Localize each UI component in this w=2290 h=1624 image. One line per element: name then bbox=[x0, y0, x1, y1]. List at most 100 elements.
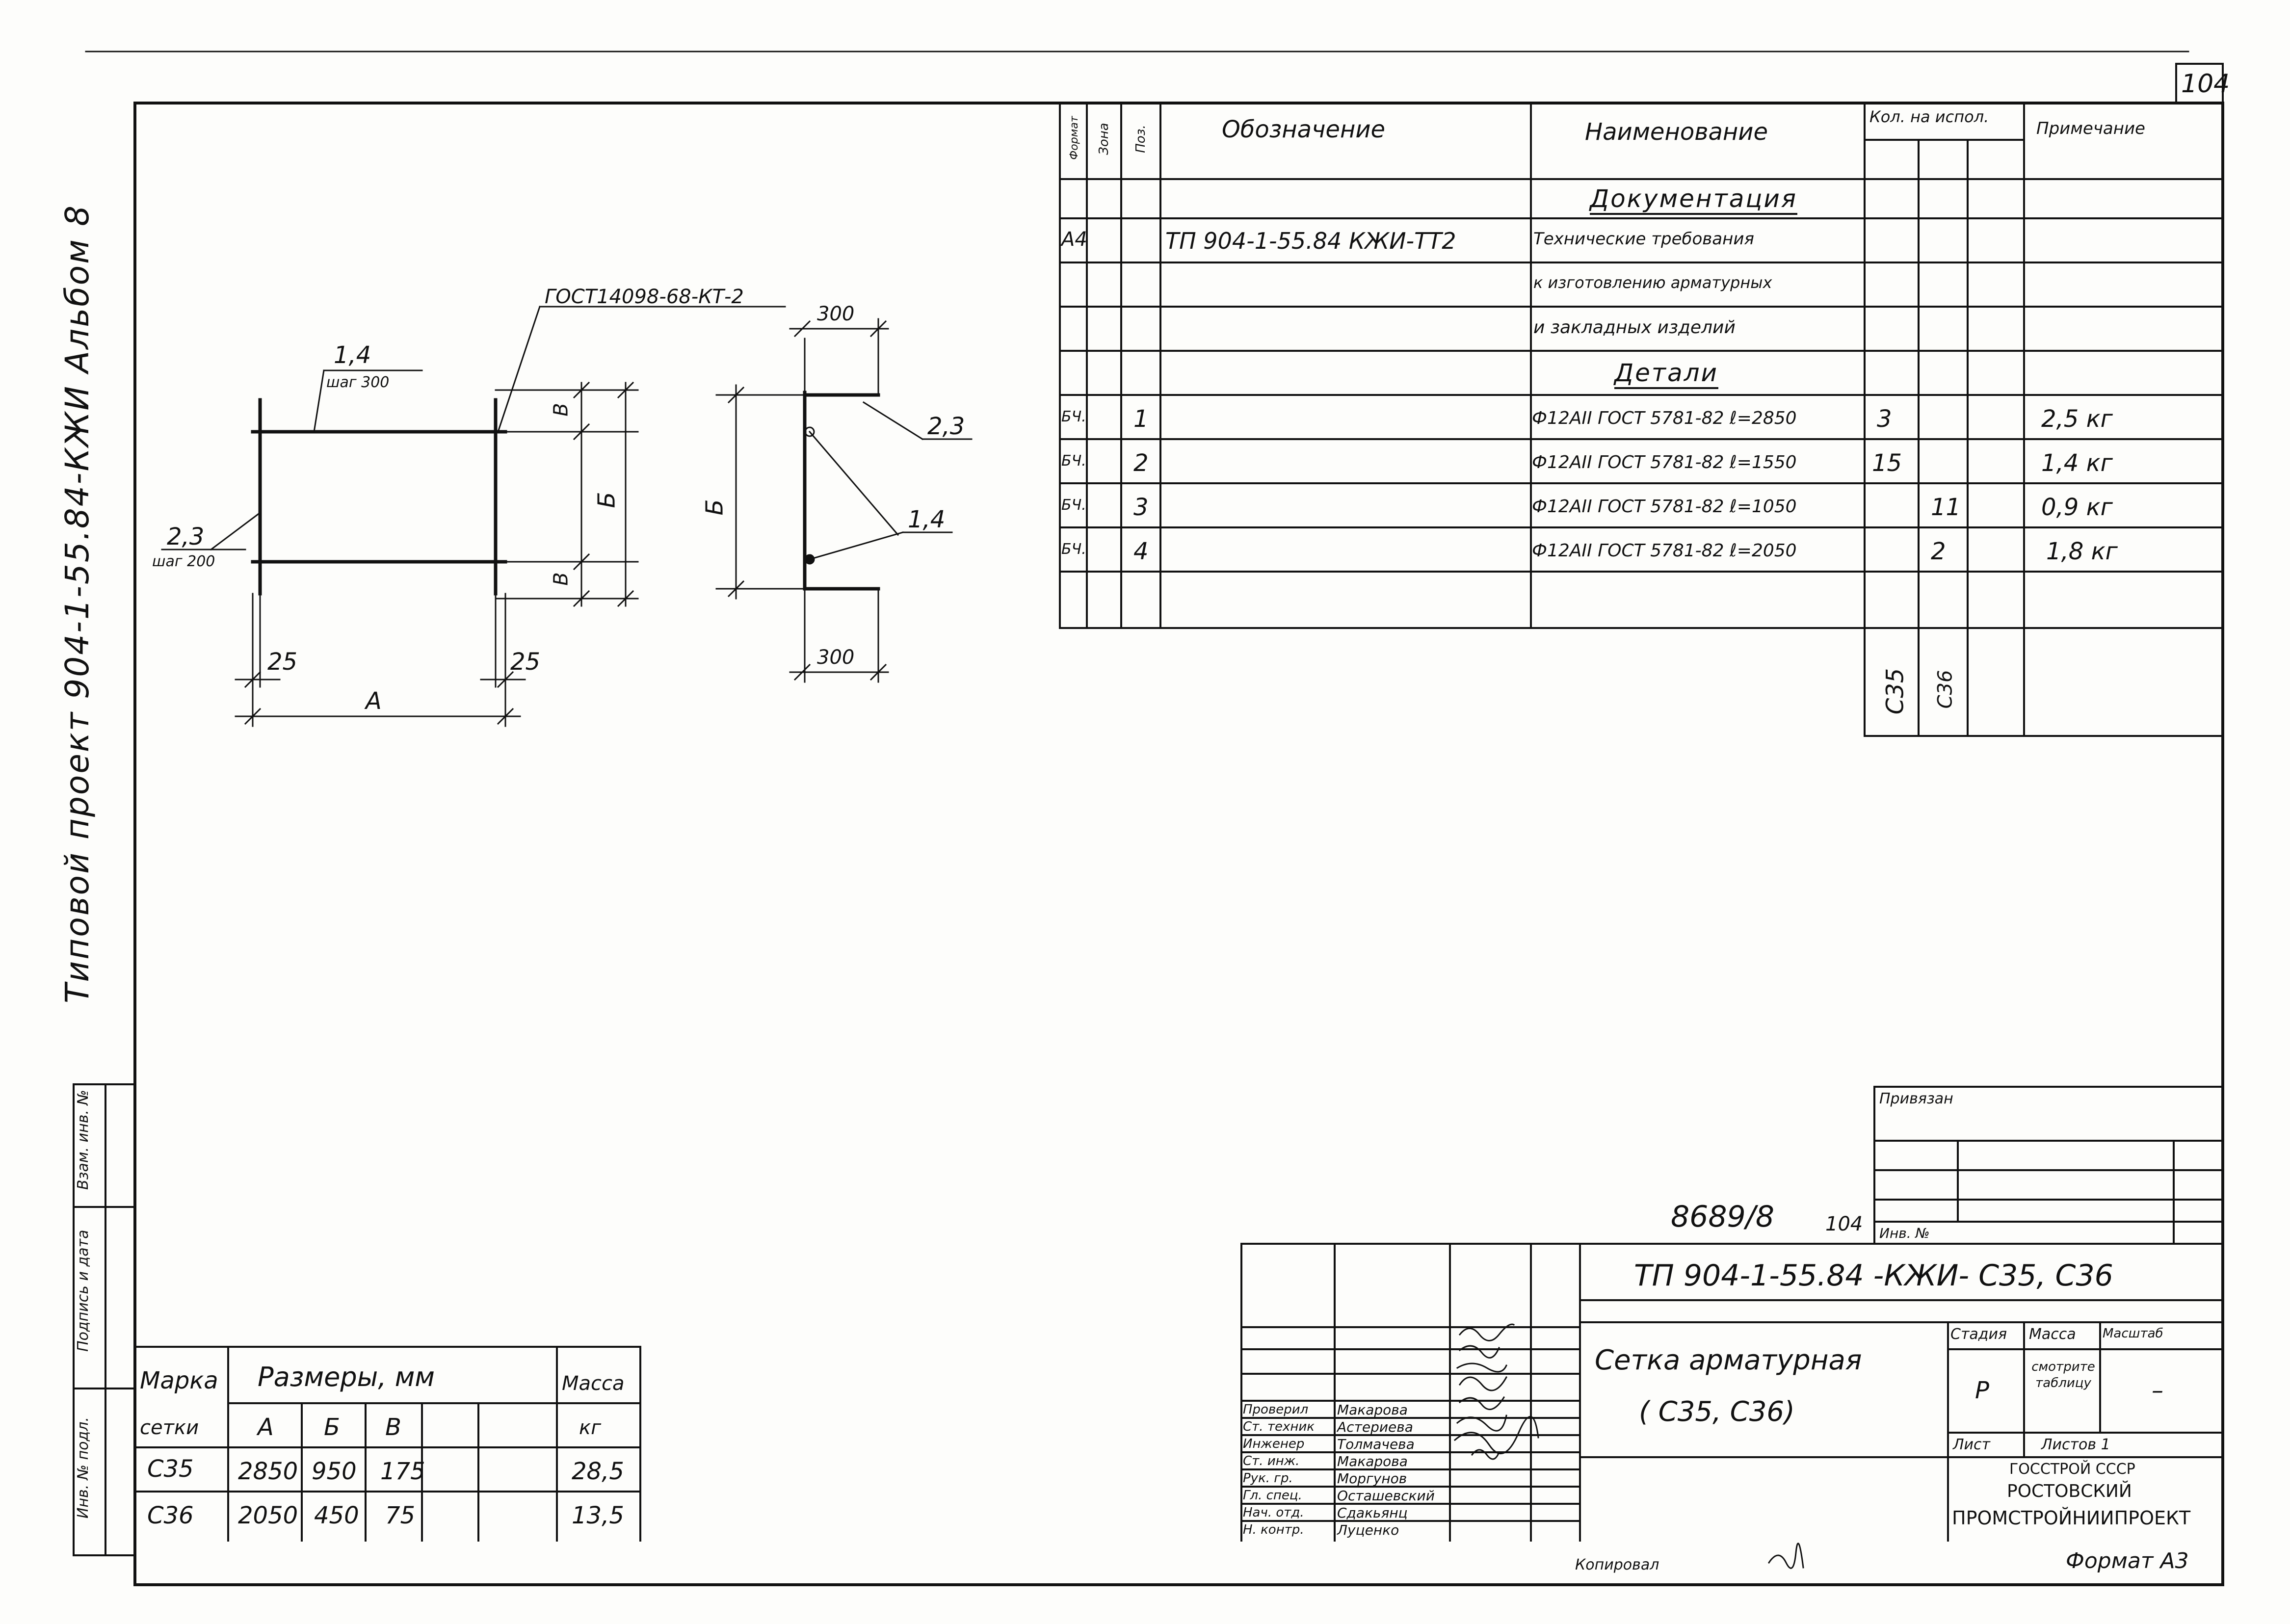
sizes-col-mass-sub: кг bbox=[579, 1416, 602, 1439]
dim-25-left: 25 bbox=[267, 648, 298, 676]
person-role: Н. контр. bbox=[1243, 1522, 1304, 1537]
spec-header-pos: Поз. bbox=[1133, 125, 1148, 153]
sizes-cell-b: 950 bbox=[312, 1458, 357, 1485]
spec-doc-name-3: и закладных изделий bbox=[1533, 317, 1736, 338]
sheet-number: 104 bbox=[2181, 69, 2230, 99]
spec-row-qty2: 2 bbox=[1931, 538, 1946, 565]
spec-exec-c36: С36 bbox=[1934, 670, 1957, 709]
sizes-cell-v: 75 bbox=[385, 1502, 416, 1529]
sizes-col-a: А bbox=[258, 1414, 274, 1441]
spec-row-name: Ф12АII ГОСТ 5781-82 ℓ=2050 bbox=[1532, 541, 1797, 561]
spec-header-designation: Обозначение bbox=[1222, 116, 1386, 143]
side-stamp-sign: Подпись и дата bbox=[75, 1230, 92, 1352]
mass-label: Масса bbox=[2029, 1326, 2076, 1343]
spec-row-name: Ф12АII ГОСТ 5781-82 ℓ=2850 bbox=[1532, 408, 1797, 428]
sizes-cell-a: 2050 bbox=[238, 1502, 298, 1529]
sizes-cell-v: 175 bbox=[380, 1458, 425, 1485]
org-line-1: ГОССТРОЙ СССР bbox=[2009, 1461, 2135, 1478]
org-line-2: РОСТОВСКИЙ bbox=[2007, 1481, 2132, 1501]
inv-label: Инв. № bbox=[1879, 1225, 1930, 1241]
spec-row-qty2: 11 bbox=[1931, 494, 1961, 521]
stage-label: Стадия bbox=[1950, 1326, 2007, 1343]
spec-doc-format: А4 bbox=[1061, 228, 1087, 251]
sizes-col-mark: Марка bbox=[140, 1367, 218, 1394]
spec-row-format: БЧ. bbox=[1061, 497, 1086, 514]
sizes-cell-a: 2850 bbox=[238, 1458, 298, 1485]
spec-header-zone: Зона bbox=[1097, 123, 1111, 155]
person-role: Ст. инж. bbox=[1243, 1454, 1300, 1468]
person-role: Гл. спец. bbox=[1243, 1488, 1302, 1503]
scale-value: – bbox=[2152, 1377, 2163, 1404]
sizes-col-dims: Размеры, мм bbox=[258, 1362, 435, 1392]
archive-number: 8689/8 bbox=[1671, 1200, 1775, 1234]
dim-v-top: В bbox=[550, 403, 573, 417]
spec-row-note: 2,5 кг bbox=[2041, 405, 2113, 433]
sheet-label: Лист bbox=[1953, 1436, 1991, 1453]
spec-header-qty: Кол. на испол. bbox=[1869, 107, 1989, 126]
bar-label-top: 1,4 bbox=[334, 341, 371, 369]
sizes-col-b: Б bbox=[324, 1414, 340, 1441]
spec-header-note: Примечание bbox=[2036, 119, 2145, 138]
side-stamp-replace: Взам. инв. № bbox=[75, 1090, 92, 1190]
spec-row-qty1: 15 bbox=[1872, 449, 1902, 477]
sizes-cell-mark: С36 bbox=[147, 1502, 194, 1529]
archive-sheet: 104 bbox=[1825, 1213, 1863, 1235]
step-top: шаг 300 bbox=[326, 374, 390, 391]
spec-row-pos: 3 bbox=[1133, 494, 1149, 521]
dim-v-bottom: В bbox=[550, 572, 573, 586]
mass-value: смотрите таблицу bbox=[2031, 1360, 2095, 1390]
spec-row-note: 0,9 кг bbox=[2041, 494, 2113, 521]
spec-doc-name-1: Технические требования bbox=[1533, 229, 1754, 249]
dim-a: А bbox=[366, 687, 382, 715]
spec-row-format: БЧ. bbox=[1061, 541, 1086, 558]
spec-row-note: 1,4 кг bbox=[2041, 449, 2113, 477]
person-name: Осташевский bbox=[1337, 1488, 1435, 1504]
spec-section-details: Детали bbox=[1614, 361, 1719, 389]
sizes-cell-mark: С35 bbox=[147, 1455, 194, 1483]
dim-b-big: Б bbox=[593, 492, 621, 508]
spec-row-format: БЧ. bbox=[1061, 452, 1086, 470]
sizes-cell-mass: 28,5 bbox=[572, 1458, 624, 1485]
spec-row-name: Ф12АII ГОСТ 5781-82 ℓ=1550 bbox=[1532, 452, 1797, 472]
sheets-label: Листов 1 bbox=[2041, 1436, 2110, 1453]
scale-label: Масштаб bbox=[2103, 1326, 2163, 1341]
spec-doc-name-2: к изготовлению арматурных bbox=[1533, 273, 1772, 292]
spec-row-pos: 4 bbox=[1133, 538, 1149, 565]
spec-section-docs: Документация bbox=[1590, 186, 1797, 215]
step-left: шаг 200 bbox=[152, 553, 215, 570]
spec-row-pos: 2 bbox=[1133, 449, 1149, 477]
section-dim-bottom: 300 bbox=[817, 646, 855, 669]
side-title: Типовой проект 904-1-55.84-КЖИ Альбом 8 bbox=[58, 204, 96, 1003]
person-name: Моргунов bbox=[1337, 1470, 1407, 1487]
format-label: Формат А3 bbox=[2066, 1548, 2189, 1573]
spec-exec-c35: С35 bbox=[1881, 668, 1909, 715]
org-line-3: ПРОМСТРОЙНИИПРОЕКТ bbox=[1952, 1507, 2191, 1529]
spec-row-name: Ф12АII ГОСТ 5781-82 ℓ=1050 bbox=[1532, 497, 1797, 517]
sizes-cell-b: 450 bbox=[314, 1502, 359, 1529]
section-dim-b: Б bbox=[701, 499, 729, 516]
person-name: Макарова bbox=[1337, 1453, 1408, 1469]
doc-title: Сетка арматурная bbox=[1595, 1344, 1862, 1376]
privyazan-label: Привязан bbox=[1879, 1090, 1953, 1107]
sizes-cell-mass: 13,5 bbox=[572, 1502, 624, 1529]
person-name: Сдакьянц bbox=[1337, 1505, 1408, 1521]
person-role: Рук. гр. bbox=[1243, 1471, 1293, 1486]
spec-row-pos: 1 bbox=[1133, 405, 1149, 433]
spec-row-format: БЧ. bbox=[1061, 408, 1086, 425]
doc-title-marks: ( С35, С36) bbox=[1639, 1396, 1795, 1428]
doc-designation: ТП 904-1-55.84 -КЖИ- С35, С36 bbox=[1634, 1258, 2113, 1293]
sizes-col-mass: Масса bbox=[562, 1372, 625, 1395]
person-role: Инженер bbox=[1243, 1437, 1305, 1451]
sizes-col-v: В bbox=[385, 1414, 401, 1441]
person-name: Луценко bbox=[1337, 1522, 1399, 1538]
person-name: Толмачева bbox=[1337, 1436, 1415, 1452]
person-role: Ст. техник bbox=[1243, 1419, 1315, 1434]
section-dim-top: 300 bbox=[817, 303, 855, 325]
dim-25-right: 25 bbox=[510, 648, 541, 676]
section-label-14: 1,4 bbox=[908, 506, 946, 533]
spec-row-note: 1,8 кг bbox=[2046, 538, 2118, 565]
spec-header-format: Формат bbox=[1068, 116, 1080, 160]
copied-by-label: Копировал bbox=[1575, 1556, 1659, 1573]
